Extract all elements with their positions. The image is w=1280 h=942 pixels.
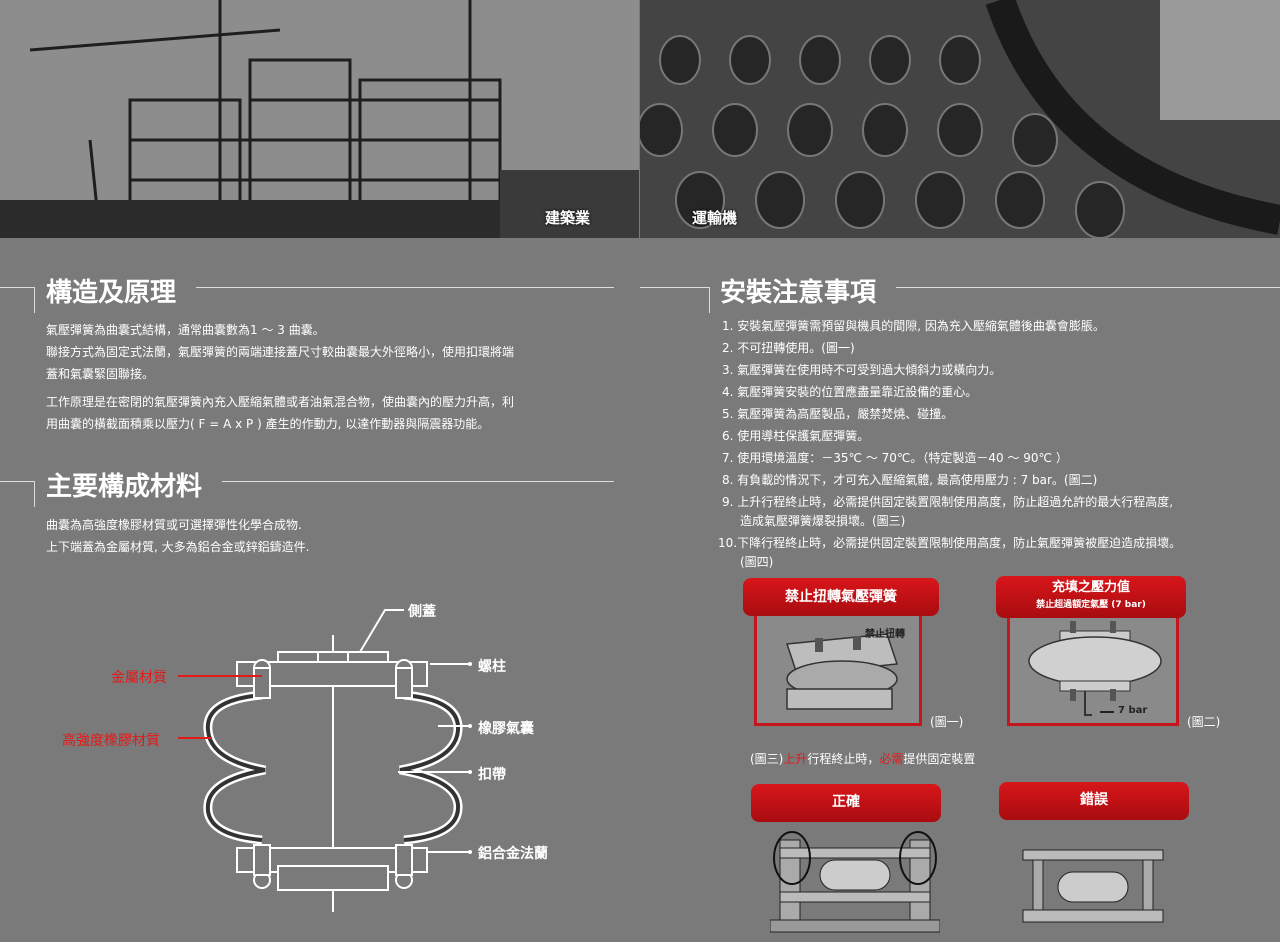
install-title-rule xyxy=(896,287,1280,288)
fig2-caption: (圖二) xyxy=(1187,715,1221,729)
construction-caption: 建築業 xyxy=(545,209,591,227)
install-item: 2. 不可扭轉使用。(圖一) xyxy=(722,341,855,355)
fig3-caption: (圖三)上升行程終止時，必需提供固定裝置 xyxy=(750,750,975,767)
correct-illustration xyxy=(770,831,940,933)
install-item: 1. 安裝氣壓彈簧需預留與機具的間隙, 因為充入壓縮氣體後曲囊會膨脹。 xyxy=(722,319,1105,333)
label-band: 扣帶 xyxy=(478,767,506,783)
materials-text: 曲囊為高強度橡膠材質或可選擇彈性化學合成物. 上下端蓋為金屬材質, 大多為鋁合金… xyxy=(46,514,606,558)
figure-1-box: 禁止扭轉 xyxy=(754,601,922,726)
fig3-caption-prefix: (圖三) xyxy=(750,752,784,766)
fig2-banner: 充填之壓力值 禁止超過額定氣壓 (7 bar) xyxy=(996,576,1186,618)
label-stud: 螺柱 xyxy=(478,659,506,675)
install-item-continued: (圖四) xyxy=(740,555,774,569)
construction-photo: 建築業 xyxy=(0,0,639,238)
section-bracket xyxy=(0,287,35,313)
install-item: 10.下降行程終止時，必需提供固定裝置限制使用高度，防止氣壓彈簧被壓迫造成損壞。 xyxy=(718,536,1182,550)
construction-illustration xyxy=(0,0,639,238)
fig1-banner: 禁止扭轉氣壓彈簧 xyxy=(743,578,939,616)
conveyor-caption: 運輸機 xyxy=(692,209,738,227)
install-title-rule-left xyxy=(640,287,710,288)
fig1-caption: (圖一) xyxy=(930,715,964,729)
fig2-banner-line1: 充填之壓力值 xyxy=(1051,580,1130,595)
structure-text: 氣壓彈簧為曲囊式結構，通常曲囊數為1 ～ 3 曲囊。 聯接方式為固定式法蘭，氣壓… xyxy=(46,319,606,435)
materials-title-rule xyxy=(222,481,614,482)
label-metal-material: 金屬材質 xyxy=(111,670,167,686)
label-rubber-material: 高強度橡膠材質 xyxy=(62,733,160,749)
fig3-caption-mid: 行程終止時， xyxy=(807,752,880,766)
install-item: 5. 氣壓彈簧為高壓製品，嚴禁焚燒、碰撞。 xyxy=(722,407,954,421)
install-item-continued: 造成氣壓彈簧爆裂損壞。(圖三) xyxy=(740,514,906,528)
structure-paragraph: 氣壓彈簧為曲囊式結構，通常曲囊數為1 ～ 3 曲囊。 xyxy=(46,323,325,337)
figure-2-box: 7 bar xyxy=(1007,600,1179,726)
materials-paragraph: 上下端蓋為金屬材質, 大多為鋁合金或鋅鋁鑄造件. xyxy=(46,540,310,554)
materials-title: 主要構成材料 xyxy=(46,472,203,502)
structure-paragraph: 用曲囊的橫截面積乘以壓力( F = A x P ) 產生的作動力, 以達作動器與… xyxy=(46,417,490,431)
structure-title: 構造及原理 xyxy=(46,278,177,308)
fig2-banner-line2: 禁止超過額定氣壓 (7 bar) xyxy=(1036,600,1146,610)
install-item: 3. 氣壓彈簧在使用時不可受到過大傾斜力或橫向力。 xyxy=(722,363,1002,377)
wrong-banner: 錯誤 xyxy=(999,782,1189,820)
label-side-cover: 側蓋 xyxy=(408,604,436,620)
structure-paragraph: 蓋和氣囊緊固聯接。 xyxy=(46,367,155,381)
fig3-caption-suffix: 提供固定裝置 xyxy=(903,752,976,766)
structure-paragraph: 聯接方式為固定式法蘭，氣壓彈簧的兩端連接蓋尺寸較曲囊最大外徑略小，使用扣環將端 xyxy=(46,345,515,359)
fig2-inner-label: 7 bar xyxy=(1118,705,1148,716)
conveyor-photo: 運輸機 xyxy=(640,0,1280,238)
install-title: 安裝注意事項 xyxy=(720,278,877,308)
label-rubber-bellow: 橡膠氣囊 xyxy=(478,721,534,737)
air-spring-diagram xyxy=(178,609,472,912)
materials-paragraph: 曲囊為高強度橡膠材質或可選擇彈性化學合成物. xyxy=(46,518,302,532)
fig1-inner-label: 禁止扭轉 xyxy=(865,629,905,640)
wrong-illustration xyxy=(1022,849,1164,923)
section-bracket xyxy=(676,287,710,313)
twist-illustration xyxy=(785,633,899,710)
install-item: 7. 使用環境溫度：－35℃ ～ 70℃。（特定製造－40 ～ 90℃ ） xyxy=(722,451,1068,465)
install-item: 8. 有負載的情況下，才可充入壓縮氣體, 最高使用壓力 : 7 bar。(圖二) xyxy=(722,473,1098,487)
fig3-caption-red1: 上升 xyxy=(783,752,808,766)
conveyor-illustration xyxy=(640,0,1280,238)
install-item: 6. 使用導柱保護氣壓彈簧。 xyxy=(722,429,870,443)
install-item: 9. 上升行程終止時，必需提供固定裝置限制使用高度，防止超過允許的最大行程高度, xyxy=(722,495,1174,509)
fig3-caption-red2: 必需 xyxy=(879,752,904,766)
structure-title-rule xyxy=(196,287,614,288)
section-bracket xyxy=(0,481,35,507)
correct-banner: 正確 xyxy=(751,784,941,822)
structure-paragraph: 工作原理是在密閉的氣壓彈簧內充入壓縮氣體或者油氣混合物，使曲囊內的壓力升高，利 xyxy=(46,395,515,409)
install-item: 4. 氣壓彈簧安裝的位置應盡量靠近設備的重心。 xyxy=(722,385,978,399)
pressure-illustration xyxy=(1028,621,1162,716)
label-aluminum-flange: 鋁合金法蘭 xyxy=(478,846,548,862)
